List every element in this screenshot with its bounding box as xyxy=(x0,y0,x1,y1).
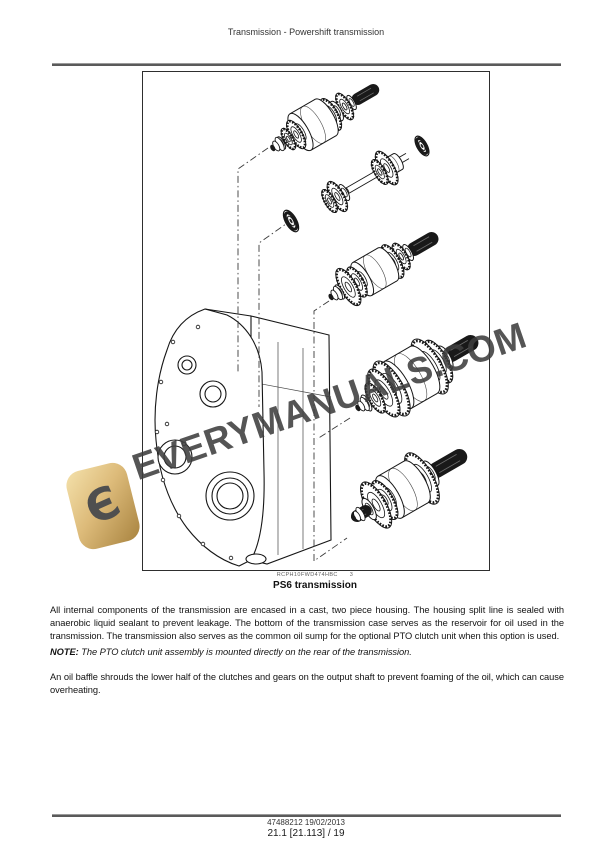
note-paragraph: NOTE: The PTO clutch unit assembly is mo… xyxy=(50,646,564,659)
shaft-assembly xyxy=(355,335,479,418)
note-label: NOTE: xyxy=(50,647,79,657)
figure-ref-code: RCPH10FWD474HBC xyxy=(276,572,338,578)
centerline xyxy=(237,147,351,562)
everymanuals-logo-icon: Є xyxy=(63,459,143,553)
page-header-title: Transmission - Powershift transmission xyxy=(227,27,385,37)
body-text: All internal components of the transmiss… xyxy=(50,604,564,697)
shaft-assembly xyxy=(270,84,380,152)
shaft-assembly xyxy=(328,232,439,307)
figure-number: 3 xyxy=(349,572,354,578)
footer-doc-number: 47488212 19/02/2013 xyxy=(267,818,345,827)
transmission-exploded-diagram xyxy=(154,84,479,567)
note-text: The PTO clutch unit assembly is mounted … xyxy=(78,647,412,657)
shaft-assembly xyxy=(350,449,468,529)
paragraph-1: All internal components of the transmiss… xyxy=(50,605,564,641)
bearing xyxy=(282,209,300,233)
figure-frame xyxy=(142,71,490,571)
figure-caption: PS6 transmission xyxy=(273,580,357,591)
paragraph-2: An oil baffle shrouds the lower half of … xyxy=(50,672,564,695)
shaft-assembly xyxy=(321,150,410,214)
bearing xyxy=(414,135,430,157)
figure-reference: RCPH10FWD474HBC 3 xyxy=(142,572,488,578)
transmission-housing xyxy=(154,308,332,567)
footer-rule xyxy=(52,814,561,817)
svg-text:Є: Є xyxy=(78,476,128,536)
footer-page-number: 21.1 [21.113] / 19 xyxy=(267,828,345,839)
header-rule xyxy=(52,63,561,66)
